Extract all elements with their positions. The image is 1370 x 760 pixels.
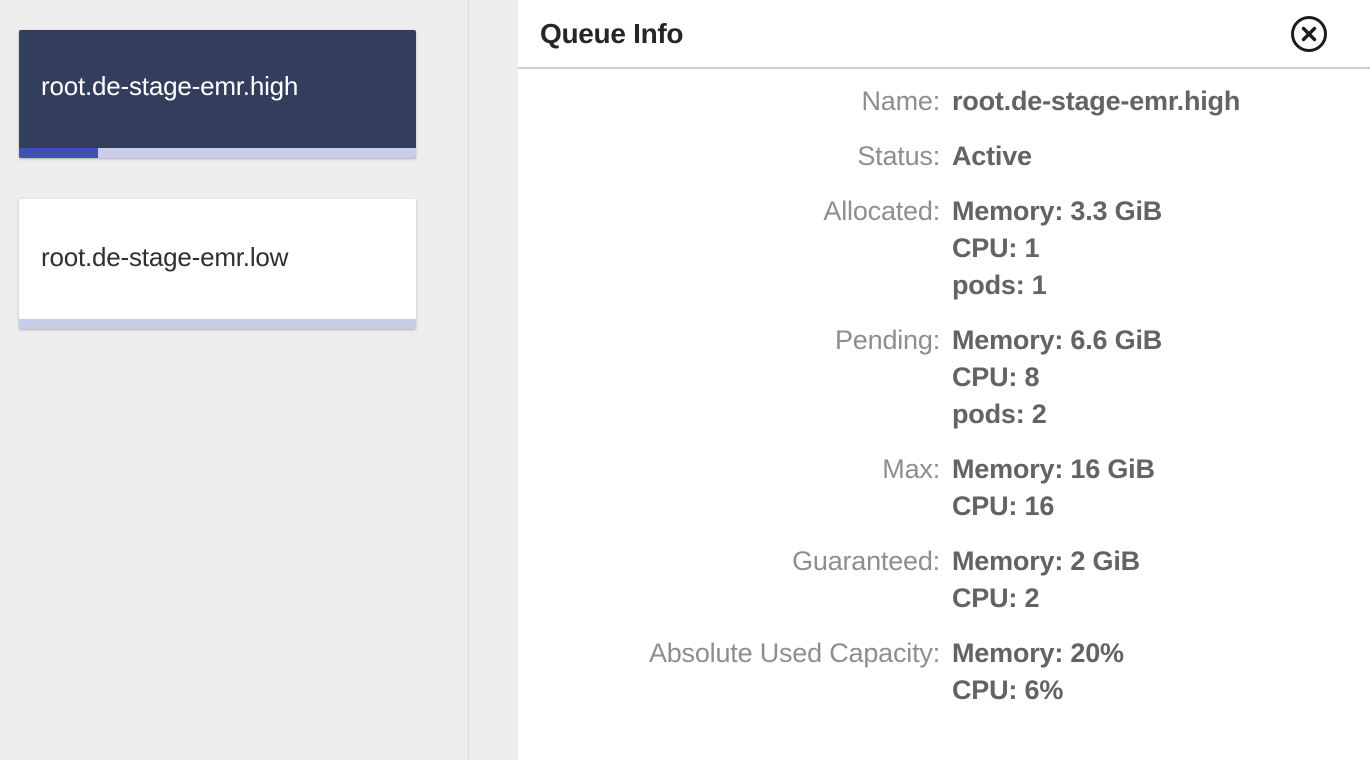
info-row-value-line: CPU: 16 [952, 491, 1055, 521]
queue-card-body: root.de-stage-emr.low [19, 199, 416, 319]
info-row-value: Memory: 6.6 GiB CPU: 8 pods: 2 [952, 322, 1370, 433]
close-circle-icon [1289, 14, 1329, 54]
info-row-value-line: Memory: 3.3 GiB [952, 196, 1163, 226]
info-row-value-line: Memory: 6.6 GiB [952, 325, 1163, 355]
info-row-label: Pending: [835, 325, 940, 355]
info-row: Absolute Used Capacity: Memory: 20% CPU: 6… [518, 635, 1370, 709]
info-row-value: Active [952, 138, 1370, 175]
queue-list-panel: root.de-stage-emr.high root.de-stage-emr… [0, 0, 469, 760]
info-row: Status: Active [518, 138, 1370, 175]
info-row-value-line: CPU: 2 [952, 583, 1040, 613]
info-row-value-line: pods: 2 [952, 399, 1047, 429]
info-row-value-line: pods: 1 [952, 270, 1047, 300]
info-row: Max: Memory: 16 GiB CPU: 16 [518, 451, 1370, 525]
info-row-value-line: Memory: 20% [952, 638, 1124, 668]
info-row-label: Status: [857, 141, 940, 171]
info-row: Pending: Memory: 6.6 GiB CPU: 8 pods: 2 [518, 322, 1370, 433]
info-row-label: Absolute Used Capacity: [648, 638, 940, 668]
queue-card-progress-track [19, 319, 416, 329]
queue-card-label: root.de-stage-emr.high [41, 71, 299, 101]
info-row-value-line: CPU: 8 [952, 362, 1040, 392]
queue-card-progress-track [19, 148, 416, 158]
info-row-value: Memory: 3.3 GiB CPU: 1 pods: 1 [952, 193, 1370, 304]
queue-card-low[interactable]: root.de-stage-emr.low [19, 199, 416, 329]
info-row-label: Guaranteed: [792, 546, 940, 576]
info-row-value-line: root.de-stage-emr.high [952, 86, 1241, 116]
info-row-value-line: CPU: 1 [952, 233, 1040, 263]
info-row: Guaranteed: Memory: 2 GiB CPU: 2 [518, 543, 1370, 617]
panel-divider [468, 0, 469, 760]
header-divider [518, 67, 1370, 69]
queue-card-body: root.de-stage-emr.high [19, 30, 416, 148]
info-row-value: Memory: 2 GiB CPU: 2 [952, 543, 1370, 617]
info-row-value-line: Memory: 16 GiB [952, 454, 1155, 484]
info-row-value: root.de-stage-emr.high [952, 83, 1370, 120]
info-row-value: Memory: 20% CPU: 6% [952, 635, 1370, 709]
queue-card-high[interactable]: root.de-stage-emr.high [19, 30, 416, 158]
queue-info-header: Queue Info [518, 0, 1370, 67]
info-row-label: Name: [861, 86, 940, 116]
page-title: Queue Info [540, 17, 684, 49]
close-button[interactable] [1288, 13, 1330, 55]
queue-card-label: root.de-stage-emr.low [41, 242, 289, 272]
info-row-value-line: CPU: 6% [952, 675, 1064, 705]
info-row-label: Allocated: [823, 196, 940, 226]
info-row-value: Memory: 16 GiB CPU: 16 [952, 451, 1370, 525]
queue-card-progress-fill [19, 148, 99, 158]
info-row: Name: root.de-stage-emr.high [518, 83, 1370, 120]
info-row: Allocated: Memory: 3.3 GiB CPU: 1 pods: 1 [518, 193, 1370, 304]
info-row-value-line: Memory: 2 GiB [952, 546, 1140, 576]
info-row-label: Max: [882, 454, 940, 484]
info-row-value-line: Active [952, 141, 1032, 171]
